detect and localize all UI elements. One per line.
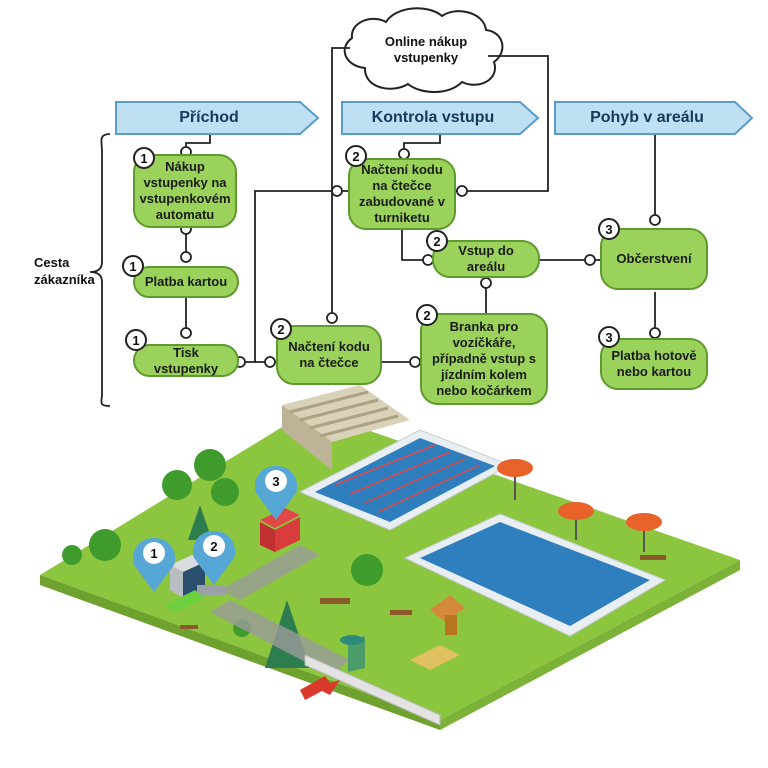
- node-refreshments: Občerstvení: [600, 228, 708, 290]
- step-badge: 3: [598, 218, 620, 240]
- playground-icon: [410, 595, 465, 670]
- node-reader-scan: Načtení kodu na čtečce: [276, 325, 382, 385]
- node-wheelchair-gate: Branka pro vozíčkáře, případně vstup s j…: [420, 313, 548, 405]
- node-card-payment: Platba kartou: [133, 266, 239, 298]
- map-pin-3-label: 3: [265, 470, 287, 492]
- step-badge: 2: [416, 304, 438, 326]
- step-badge: 2: [345, 145, 367, 167]
- phase-arrival: Příchod: [179, 109, 239, 126]
- pool-icon: [298, 429, 512, 531]
- step-badge: 2: [426, 230, 448, 252]
- cloud-icon: [343, 7, 504, 93]
- node-cash-card: Platba hotově nebo kartou: [600, 338, 708, 390]
- umbrella-icon: [497, 459, 662, 552]
- phase-entry-control: Kontrola vstupu: [371, 109, 495, 126]
- node-enter-area: Vstup do areálu: [432, 240, 540, 278]
- customer-journey-label: Cesta zákazníka: [34, 255, 95, 287]
- connector-dots: [180, 146, 661, 368]
- step-badge: 1: [133, 147, 155, 169]
- step-badge: 3: [598, 326, 620, 348]
- map-pin-2-label: 2: [203, 535, 225, 557]
- step-badge: 1: [122, 255, 144, 277]
- turnstile-icon: [165, 585, 365, 672]
- kiosk-icon: [260, 508, 300, 552]
- pool-icon: [403, 513, 667, 637]
- phase-arrows: [115, 101, 754, 135]
- park-illustration: [40, 385, 740, 730]
- step-badge: 2: [270, 318, 292, 340]
- phase-movement: Pohyb v areálu: [590, 109, 704, 126]
- node-turnstile-scan: Načtení kodu na čtečce zabudované v turn…: [348, 158, 456, 230]
- map-pin-1-label: 1: [143, 542, 165, 564]
- step-badge: 1: [125, 329, 147, 351]
- bleachers: [282, 385, 410, 470]
- node-print-ticket: Tisk vstupenky: [133, 344, 239, 377]
- cloud-online-purchase: Online nákup vstupenky: [384, 34, 468, 65]
